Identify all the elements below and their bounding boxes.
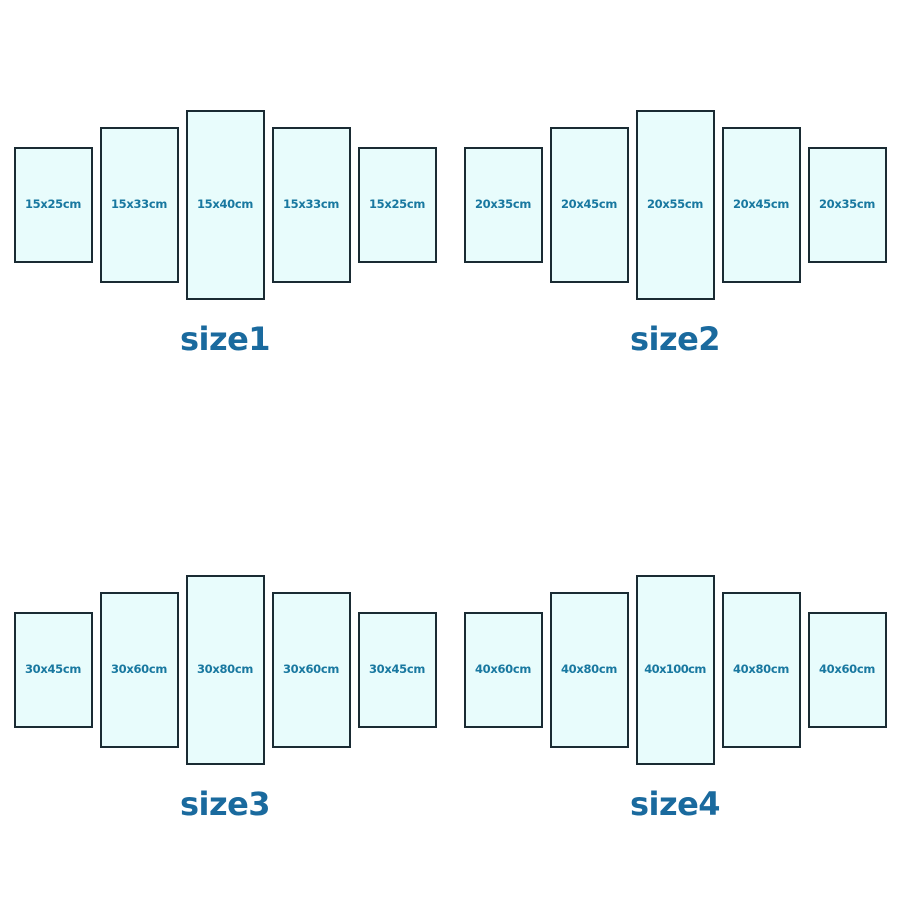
- canvas-panel: 15x25cm: [357, 147, 437, 263]
- size-group-caption: size1: [179, 320, 271, 358]
- canvas-panel: 40x80cm: [721, 592, 801, 748]
- canvas-panel: 30x45cm: [13, 612, 93, 728]
- panel-size-label: 15x33cm: [110, 197, 168, 212]
- panel-row-4: 40x60cm 40x80cm 40x100cm 40x80cm 40x60cm: [450, 555, 900, 785]
- size-group-caption: size4: [629, 785, 721, 823]
- canvas-panel: 15x33cm: [99, 127, 179, 283]
- panel-row-2: 20x35cm 20x45cm 20x55cm 20x45cm 20x35cm: [450, 90, 900, 320]
- canvas-panel: 30x80cm: [185, 575, 265, 765]
- panel-size-label: 20x45cm: [732, 197, 790, 212]
- panel-size-label: 40x100cm: [644, 662, 706, 677]
- panel-size-label: 20x55cm: [646, 197, 704, 212]
- canvas-panel: 30x60cm: [99, 592, 179, 748]
- panel-size-label: 30x45cm: [368, 662, 426, 677]
- panel-size-label: 20x35cm: [474, 197, 532, 212]
- canvas-panel: 15x25cm: [13, 147, 93, 263]
- panel-size-label: 15x40cm: [196, 197, 254, 212]
- panel-size-label: 40x60cm: [474, 662, 532, 677]
- canvas-panel: 20x35cm: [807, 147, 887, 263]
- canvas-panel: 40x60cm: [463, 612, 543, 728]
- canvas-panel: 15x33cm: [271, 127, 351, 283]
- panel-size-label: 30x60cm: [282, 662, 340, 677]
- canvas-panel: 30x60cm: [271, 592, 351, 748]
- panel-row-1: 15x25cm 15x33cm 15x40cm 15x33cm 15x25cm: [0, 90, 450, 320]
- canvas-panel: 40x100cm: [635, 575, 715, 765]
- canvas-panel: 20x55cm: [635, 110, 715, 300]
- canvas-panel: 15x40cm: [185, 110, 265, 300]
- size-group-4: 40x60cm 40x80cm 40x100cm 40x80cm 40x60cm…: [450, 555, 900, 855]
- canvas-panel: 20x35cm: [463, 147, 543, 263]
- panel-size-label: 15x25cm: [368, 197, 426, 212]
- panel-size-label: 15x33cm: [282, 197, 340, 212]
- panel-row-3: 30x45cm 30x60cm 30x80cm 30x60cm 30x45cm: [0, 555, 450, 785]
- canvas-panel: 20x45cm: [721, 127, 801, 283]
- panel-size-label: 20x45cm: [560, 197, 618, 212]
- size-group-2: 20x35cm 20x45cm 20x55cm 20x45cm 20x35cm …: [450, 90, 900, 390]
- canvas-panel: 30x45cm: [357, 612, 437, 728]
- panel-size-label: 40x60cm: [818, 662, 876, 677]
- panel-size-label: 30x45cm: [24, 662, 82, 677]
- panel-size-label: 15x25cm: [24, 197, 82, 212]
- canvas-panel: 40x80cm: [549, 592, 629, 748]
- panel-size-label: 30x80cm: [196, 662, 254, 677]
- canvas-panel: 40x60cm: [807, 612, 887, 728]
- panel-size-label: 20x35cm: [818, 197, 876, 212]
- panel-size-label: 40x80cm: [560, 662, 618, 677]
- size-group-caption: size2: [629, 320, 721, 358]
- size-group-caption: size3: [179, 785, 271, 823]
- canvas-panel: 20x45cm: [549, 127, 629, 283]
- size-group-3: 30x45cm 30x60cm 30x80cm 30x60cm 30x45cm …: [0, 555, 450, 855]
- size-group-1: 15x25cm 15x33cm 15x40cm 15x33cm 15x25cm …: [0, 90, 450, 390]
- panel-size-label: 30x60cm: [110, 662, 168, 677]
- panel-size-label: 40x80cm: [732, 662, 790, 677]
